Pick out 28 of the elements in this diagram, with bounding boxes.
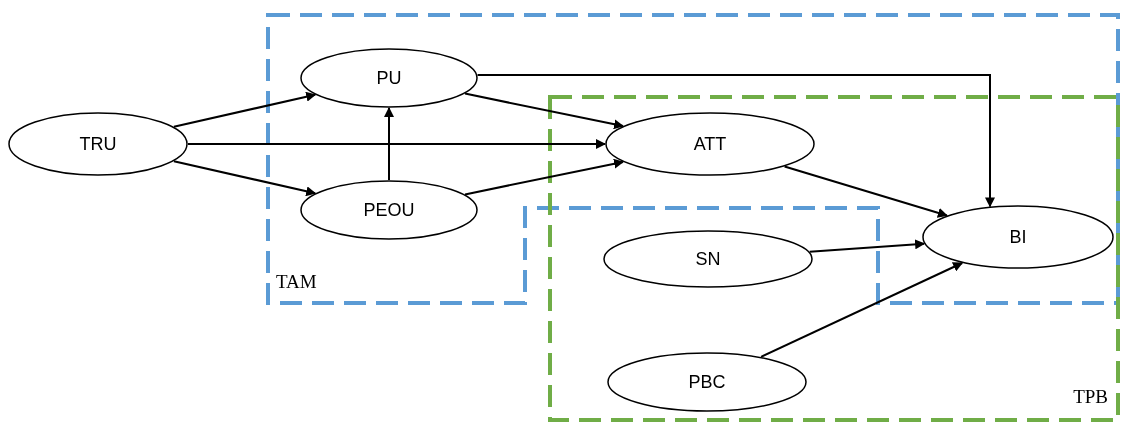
arrow	[783, 165, 948, 218]
group-label: TAM	[276, 272, 317, 291]
arrow	[464, 158, 624, 196]
node-label: PBC	[688, 370, 726, 394]
node-label: PU	[376, 66, 402, 90]
ellipse-node	[8, 112, 188, 176]
arrow	[476, 74, 995, 208]
arrow	[464, 92, 624, 130]
arrow	[187, 139, 606, 149]
arrow	[808, 239, 926, 253]
ellipse-node	[607, 352, 807, 412]
node-label: ATT	[693, 132, 727, 156]
ellipse-node	[922, 205, 1114, 269]
arrow	[760, 262, 964, 358]
ellipse-node	[603, 230, 813, 288]
ellipse-node	[605, 112, 815, 176]
node-label: PEOU	[363, 198, 415, 222]
arrow	[172, 91, 317, 128]
dashed-group-boundary	[268, 15, 1118, 303]
node-label: SN	[695, 247, 721, 271]
arrow	[172, 160, 317, 197]
node-label: BI	[1009, 225, 1027, 249]
node-label: TRU	[79, 132, 117, 156]
ellipse-node	[300, 48, 478, 108]
group-label: TPB	[1073, 387, 1108, 406]
arrow	[384, 107, 394, 181]
dashed-group-boundary	[550, 97, 1118, 420]
ellipse-node	[300, 180, 478, 240]
